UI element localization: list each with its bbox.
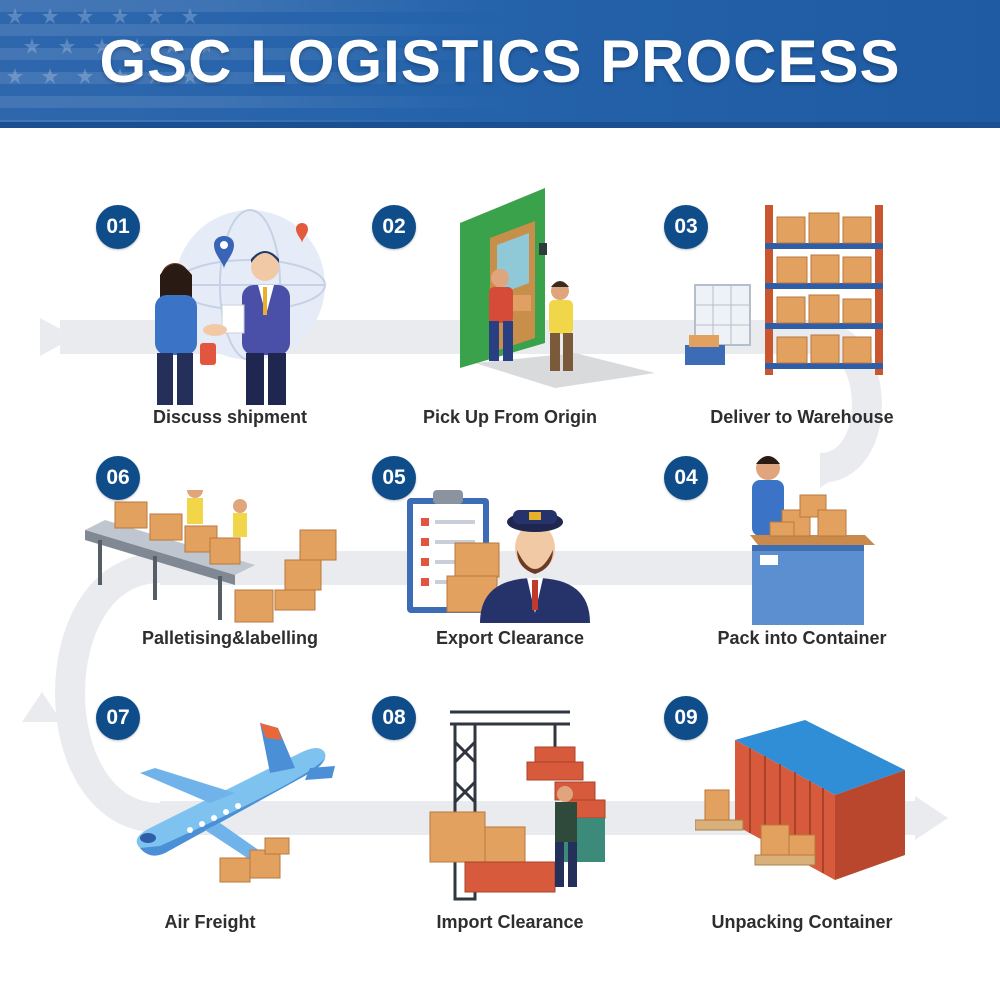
flag-stars-icon bbox=[7, 8, 210, 84]
step-number-badge: 08 bbox=[372, 696, 416, 740]
page-title: GSC LOGISTICS PROCESS bbox=[99, 28, 901, 95]
step-label: Export Clearance bbox=[435, 628, 585, 648]
step-03: 03 Deliver to bbox=[650, 195, 950, 435]
step-number-badge: 06 bbox=[96, 456, 140, 500]
step-08: 08 Import Clearance bbox=[360, 690, 660, 932]
step-label: Discuss shipment bbox=[152, 407, 308, 427]
step-05: 05 Export Clearance bbox=[360, 450, 660, 690]
step-number-badge: 01 bbox=[96, 205, 140, 249]
step-number-badge: 05 bbox=[372, 456, 416, 500]
conveyor-belt-icon bbox=[85, 490, 337, 623]
step-label: Pick Up From Origin bbox=[422, 407, 598, 427]
step-06: 06 Palletising&labelling bbox=[80, 450, 380, 690]
packing-worker-icon bbox=[750, 456, 875, 625]
warehouse-shelf-icon bbox=[685, 205, 883, 375]
header-banner bbox=[0, 0, 1000, 128]
customs-officer-icon bbox=[407, 490, 590, 623]
crane-port-icon bbox=[429, 710, 606, 901]
step-number-badge: 03 bbox=[664, 205, 708, 249]
airplane-icon bbox=[136, 723, 335, 883]
step-02: 02 Pick Up From Origin bbox=[360, 188, 660, 435]
step-number-badge: 02 bbox=[372, 205, 416, 249]
step-label: Air Freight bbox=[164, 912, 256, 932]
step-number-badge: 07 bbox=[96, 696, 140, 740]
step-07: 07 Air Freight bbox=[80, 690, 380, 932]
step-label: Pack into Container bbox=[717, 628, 887, 648]
step-label: Unpacking Container bbox=[711, 912, 893, 932]
handshake-icon bbox=[155, 209, 326, 405]
flag-stripes bbox=[0, 0, 520, 128]
step-number-badge: 04 bbox=[664, 456, 708, 500]
step-01: 01 bbox=[80, 195, 380, 435]
step-number-badge: 09 bbox=[664, 696, 708, 740]
step-label: Import Clearance bbox=[436, 912, 584, 932]
step-label: Palletising&labelling bbox=[141, 628, 319, 648]
banner-underline bbox=[0, 122, 1000, 128]
step-04: 04 Pack into Container bbox=[650, 450, 950, 690]
shipping-container-icon bbox=[695, 720, 905, 880]
step-09: 09 Unpacking Container bbox=[650, 690, 950, 932]
door-delivery-icon bbox=[460, 188, 655, 388]
step-label: Deliver to Warehouse bbox=[710, 407, 894, 427]
